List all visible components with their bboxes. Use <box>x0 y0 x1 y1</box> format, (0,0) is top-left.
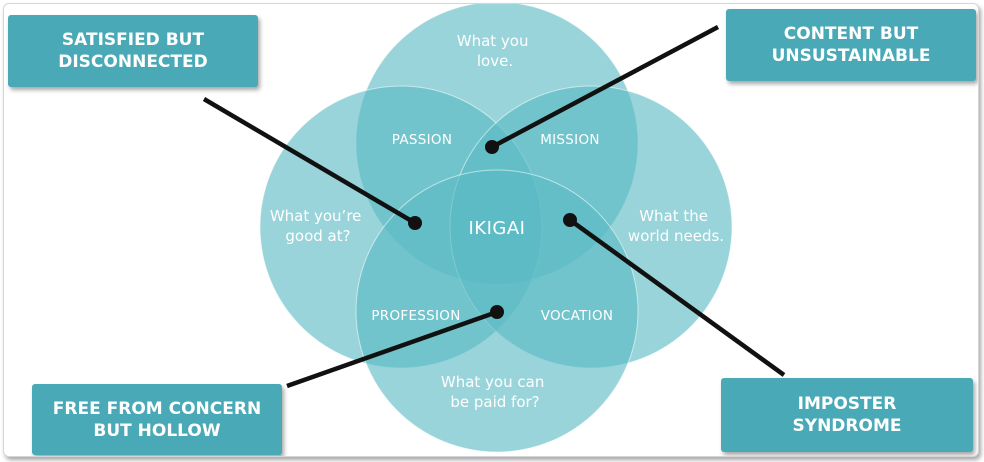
region-profession-label: PROFESSION <box>371 308 460 324</box>
region-mission-label: MISSION <box>540 132 600 148</box>
circle-love-label: What you love. <box>457 32 534 70</box>
pointer-line-bottom-left <box>286 309 498 389</box>
callout-content-but-unsustainable: CONTENT BUT UNSUSTAINABLE <box>726 9 976 81</box>
pointer-dot-top-right <box>485 140 499 154</box>
circle-paid-for-label: What you can be paid for? <box>441 373 549 411</box>
circle-world-needs-label: What the world needs. <box>628 207 724 245</box>
pointer-line-top-left <box>202 97 417 225</box>
circle-good-at-label: What you’re good at? <box>270 207 366 245</box>
callout-imposter-syndrome: IMPOSTER SYNDROME <box>721 378 973 452</box>
pointer-dot-top-left <box>408 216 422 230</box>
region-ikigai-label: IKIGAI <box>469 218 526 239</box>
callout-free-from-concern-but-hollow: FREE FROM CONCERN BUT HOLLOW <box>32 384 282 455</box>
ikigai-venn-diagram: What you love. What you’re good at? What… <box>202 4 786 453</box>
region-passion-label: PASSION <box>392 132 452 148</box>
region-vocation-label: VOCATION <box>541 308 614 324</box>
callout-satisfied-but-disconnected: SATISFIED BUT DISCONNECTED <box>8 15 258 87</box>
pointer-line-bottom-right <box>568 218 786 377</box>
pointer-dot-bottom-right <box>563 213 577 227</box>
diagram-frame: What you love. What you’re good at? What… <box>3 3 979 457</box>
pointer-dot-bottom-left <box>490 305 504 319</box>
pointer-line-top-right <box>490 25 720 149</box>
